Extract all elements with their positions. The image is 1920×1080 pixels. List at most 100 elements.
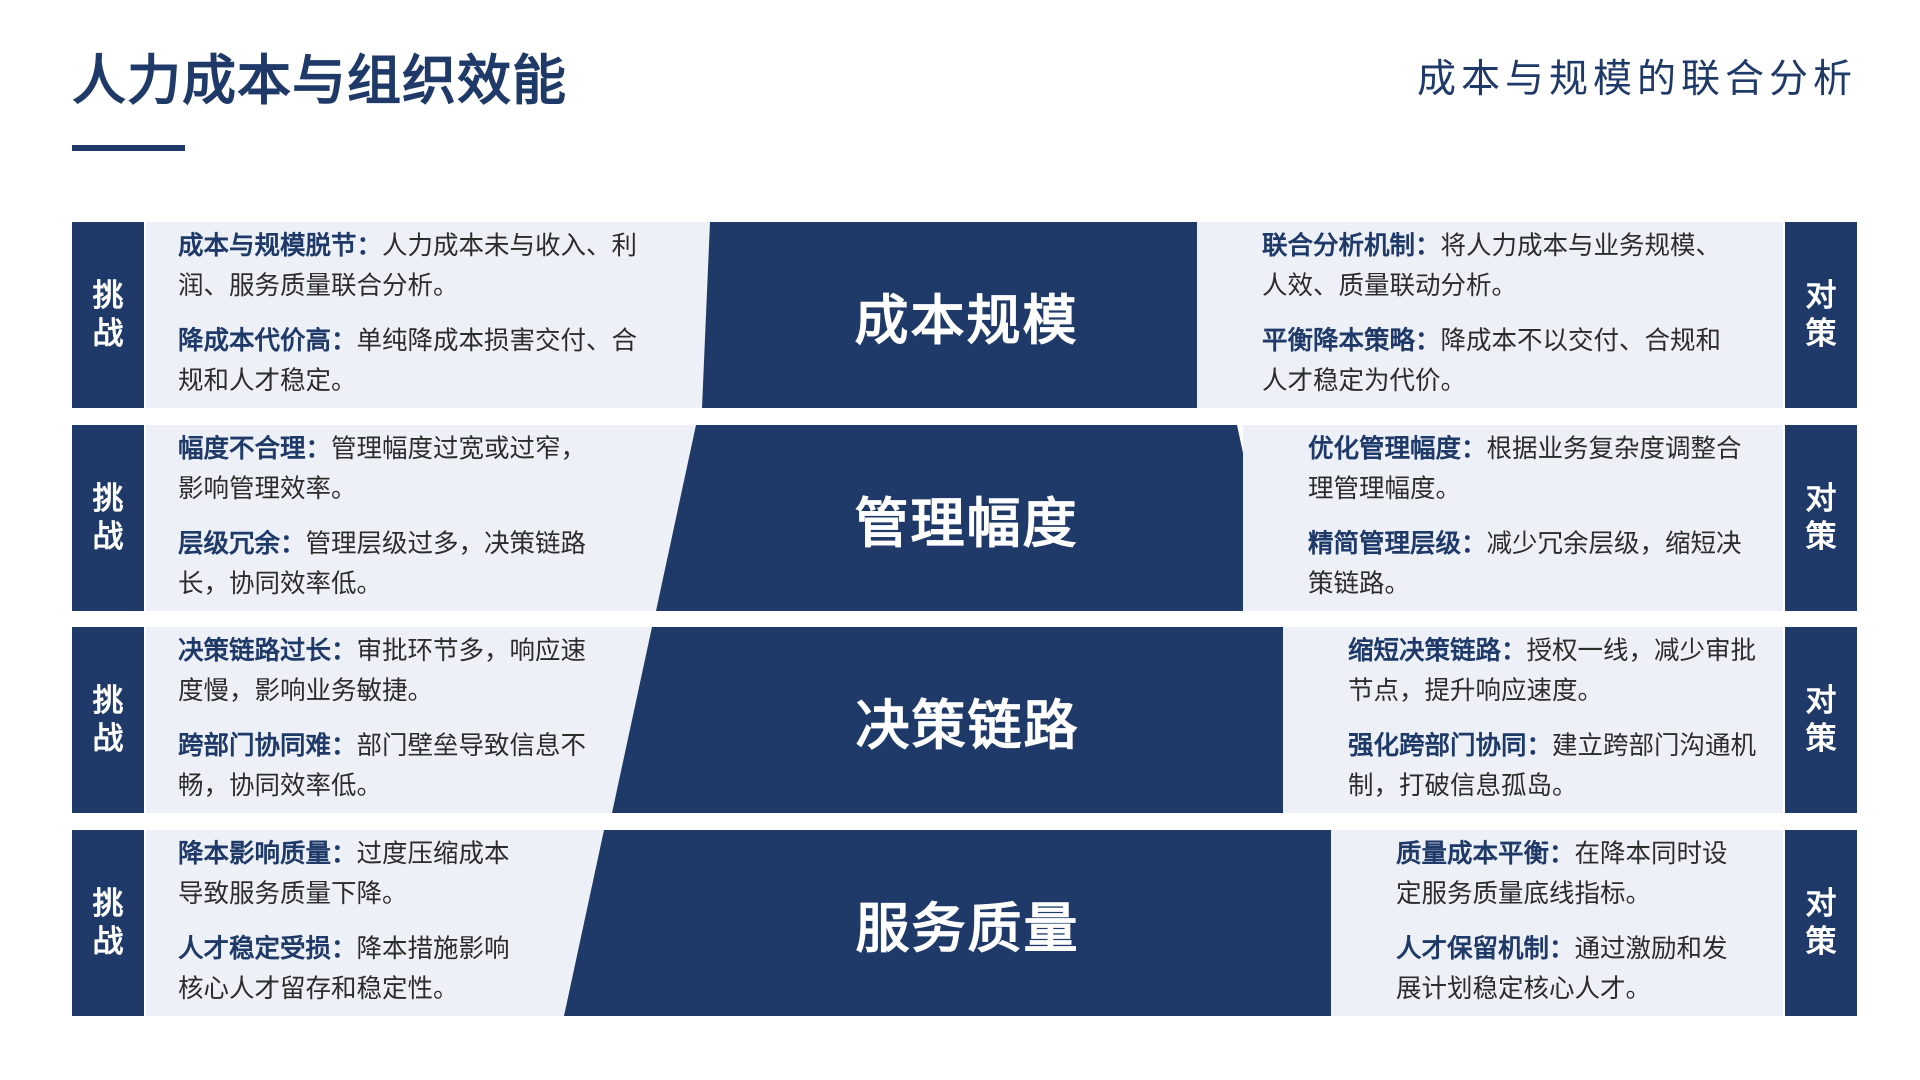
solution-panel: 联合分析机制：将人力成本与业务规模、人效、质量联动分析。 平衡降本策略：降成本不… [1197, 222, 1783, 408]
side-label-char: 战 [92, 316, 124, 352]
solution-tab: 对策 [1785, 627, 1857, 813]
challenge-tab: 挑战 [72, 627, 144, 813]
challenge-text: 过度压缩成本导致服务质量下降。 [178, 839, 510, 909]
side-label-char: 对 [1805, 886, 1837, 922]
challenge-item: 跨部门协同难：部门壁垒导致信息不畅，协同效率低。 [178, 726, 588, 806]
solution-panel: 优化管理幅度：根据业务复杂度调整合理管理幅度。 精简管理层级：减少冗余层级，缩短… [1243, 425, 1783, 611]
challenge-panel: 成本与规模脱节：人力成本未与收入、利润、服务质量联合分析。 降成本代价高：单纯降… [146, 222, 758, 408]
side-label-char: 挑 [92, 278, 124, 314]
challenge-tab: 挑战 [72, 222, 144, 408]
challenge-list: 成本与规模脱节：人力成本未与收入、利润、服务质量联合分析。 降成本代价高：单纯降… [178, 226, 658, 416]
challenge-panel: 降本影响质量：过度压缩成本导致服务质量下降。 人才稳定受损：降本措施影响核心人才… [146, 830, 632, 1016]
solution-panel: 缩短决策链路：授权一线，减少审批节点，提升响应速度。 强化跨部门协同：建立跨部门… [1283, 627, 1783, 813]
side-label-char: 挑 [92, 683, 124, 719]
challenge-item: 降成本代价高：单纯降成本损害交付、合规和人才稳定。 [178, 321, 658, 401]
challenge-item: 决策链路过长：审批环节多，响应速度慢，影响业务敏捷。 [178, 631, 588, 711]
trapezoid-shape [564, 830, 1371, 1016]
challenge-title: 决策链路过长： [178, 636, 357, 666]
challenge-label: 挑战 [93, 277, 124, 353]
solution-item: 缩短决策链路：授权一线，减少审批节点，提升响应速度。 [1348, 631, 1758, 711]
row-decision-chain: 挑战 决策链路过长：审批环节多，响应速度慢，影响业务敏捷。 跨部门协同难：部门壁… [72, 627, 1857, 813]
challenge-title: 成本与规模脱节： [178, 231, 383, 261]
solution-panel: 质量成本平衡：在降本同时设定服务质量底线指标。 人才保留机制：通过激励和发展计划… [1331, 830, 1783, 1016]
solution-tab: 对策 [1785, 830, 1857, 1016]
solution-text: 在降本同时设定服务质量底线指标。 [1396, 839, 1728, 909]
challenge-list: 降本影响质量：过度压缩成本导致服务质量下降。 人才稳定受损：降本措施影响核心人才… [178, 834, 528, 1024]
solution-title: 平衡降本策略： [1262, 326, 1441, 356]
solution-text: 减少冗余层级，缩短决策链路。 [1308, 529, 1742, 599]
center-label: 管理幅度 [854, 491, 1079, 555]
side-label-char: 策 [1805, 519, 1837, 555]
solution-title: 缩短决策链路： [1348, 636, 1527, 666]
center-trapezoid: 服务质量 [564, 830, 1371, 1016]
challenge-text: 审批环节多，响应速度慢，影响业务敏捷。 [178, 636, 587, 706]
row-service-quality: 挑战 降本影响质量：过度压缩成本导致服务质量下降。 人才稳定受损：降本措施影响核… [72, 830, 1857, 1016]
solution-list: 优化管理幅度：根据业务复杂度调整合理管理幅度。 精简管理层级：减少冗余层级，缩短… [1308, 429, 1748, 619]
solution-list: 质量成本平衡：在降本同时设定服务质量底线指标。 人才保留机制：通过激励和发展计划… [1396, 834, 1746, 1024]
row-cost-scale: 挑战 成本与规模脱节：人力成本未与收入、利润、服务质量联合分析。 降成本代价高：… [72, 222, 1857, 408]
side-label-char: 对 [1805, 683, 1837, 719]
page-subtitle: 成本与规模的联合分析 [1416, 57, 1857, 102]
solution-item: 精简管理层级：减少冗余层级，缩短决策链路。 [1308, 524, 1748, 604]
challenge-item: 层级冗余：管理层级过多，决策链路长，协同效率低。 [178, 524, 608, 604]
challenge-title: 降本影响质量： [178, 839, 357, 869]
challenge-item: 成本与规模脱节：人力成本未与收入、利润、服务质量联合分析。 [178, 226, 658, 306]
title-underline [72, 145, 185, 151]
challenge-list: 决策链路过长：审批环节多，响应速度慢，影响业务敏捷。 跨部门协同难：部门壁垒导致… [178, 631, 588, 821]
challenge-text: 管理层级过多，决策链路长，协同效率低。 [178, 529, 587, 599]
solution-tab: 对策 [1785, 222, 1857, 408]
solution-title: 强化跨部门协同： [1348, 731, 1553, 761]
solution-item: 联合分析机制：将人力成本与业务规模、人效、质量联动分析。 [1262, 226, 1742, 306]
side-label-char: 策 [1805, 316, 1837, 352]
solution-label: 对策 [1806, 885, 1837, 961]
side-label-char: 战 [92, 924, 124, 960]
trapezoid-shape [612, 627, 1323, 813]
center-label: 决策链路 [855, 693, 1080, 757]
challenge-label: 挑战 [93, 682, 124, 758]
solution-tab: 对策 [1785, 425, 1857, 611]
side-label-char: 挑 [92, 481, 124, 517]
challenge-text: 降本措施影响核心人才留存和稳定性。 [178, 934, 510, 1004]
solution-label: 对策 [1806, 682, 1837, 758]
solution-title: 精简管理层级： [1308, 529, 1487, 559]
solution-text: 授权一线，减少审批节点，提升响应速度。 [1348, 636, 1757, 706]
challenge-text: 人力成本未与收入、利润、服务质量联合分析。 [178, 231, 638, 301]
challenge-title: 层级冗余： [178, 529, 306, 559]
challenge-item: 人才稳定受损：降本措施影响核心人才留存和稳定性。 [178, 929, 528, 1009]
trapezoid-shape [656, 425, 1277, 611]
solution-item: 优化管理幅度：根据业务复杂度调整合理管理幅度。 [1308, 429, 1748, 509]
solution-item: 平衡降本策略：降成本不以交付、合规和人才稳定为代价。 [1262, 321, 1742, 401]
side-label-char: 战 [92, 721, 124, 757]
challenge-text: 单纯降成本损害交付、合规和人才稳定。 [178, 326, 638, 396]
side-label-char: 对 [1805, 278, 1837, 314]
center-label: 成本规模 [854, 288, 1079, 352]
challenge-title: 人才稳定受损： [178, 934, 357, 964]
solution-label: 对策 [1806, 480, 1837, 556]
side-label-char: 策 [1805, 924, 1837, 960]
challenge-tab: 挑战 [72, 425, 144, 611]
side-label-char: 挑 [92, 886, 124, 922]
challenge-title: 降成本代价高： [178, 326, 357, 356]
solution-title: 质量成本平衡： [1396, 839, 1575, 869]
solution-title: 优化管理幅度： [1308, 434, 1487, 464]
challenge-item: 降本影响质量：过度压缩成本导致服务质量下降。 [178, 834, 528, 914]
challenge-title: 幅度不合理： [178, 434, 332, 464]
side-label-char: 对 [1805, 481, 1837, 517]
side-label-char: 策 [1805, 721, 1837, 757]
side-label-char: 战 [92, 519, 124, 555]
trapezoid-shape [702, 222, 1231, 408]
page-title: 人力成本与组织效能 [72, 49, 567, 112]
solution-text: 将人力成本与业务规模、人效、质量联动分析。 [1262, 231, 1722, 301]
challenge-panel: 幅度不合理：管理幅度过宽或过窄，影响管理效率。 层级冗余：管理层级过多，决策链路… [146, 425, 726, 611]
solution-title: 联合分析机制： [1262, 231, 1441, 261]
solution-text: 根据业务复杂度调整合理管理幅度。 [1308, 434, 1742, 504]
solution-item: 人才保留机制：通过激励和发展计划稳定核心人才。 [1396, 929, 1746, 1009]
solution-text: 降成本不以交付、合规和人才稳定为代价。 [1262, 326, 1722, 396]
challenge-panel: 决策链路过长：审批环节多，响应速度慢，影响业务敏捷。 跨部门协同难：部门壁垒导致… [146, 627, 678, 813]
challenge-item: 幅度不合理：管理幅度过宽或过窄，影响管理效率。 [178, 429, 608, 509]
solution-list: 缩短决策链路：授权一线，减少审批节点，提升响应速度。 强化跨部门协同：建立跨部门… [1348, 631, 1758, 821]
center-trapezoid: 管理幅度 [656, 425, 1277, 611]
challenge-label: 挑战 [93, 885, 124, 961]
solution-item: 强化跨部门协同：建立跨部门沟通机制，打破信息孤岛。 [1348, 726, 1758, 806]
solution-text: 通过激励和发展计划稳定核心人才。 [1396, 934, 1728, 1004]
